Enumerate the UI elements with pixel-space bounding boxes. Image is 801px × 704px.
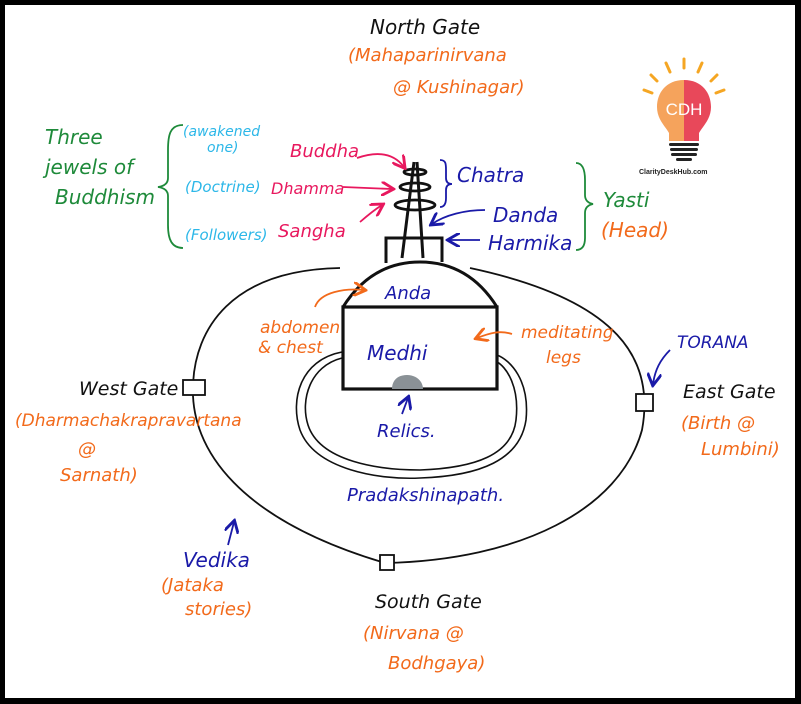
north-gate-event-line2: @ Kushinagar) — [393, 77, 525, 98]
arrow-danda — [432, 209, 486, 224]
claritydeskhub-logo: CDH ClarityDeskHub.com — [629, 55, 739, 180]
jewel-meaning-sangha: (Followers) — [185, 226, 268, 244]
jewel-name-dhamma: Dhamma — [271, 179, 345, 198]
jewel-meaning-buddha-line1: (awakened — [183, 124, 261, 140]
pradakshinapath-ring-outer — [295, 351, 528, 480]
lightbulb-brain-icon: CDH — [642, 57, 726, 161]
south-gate-event-line1: (Nirvana @ — [363, 623, 464, 644]
east-gate-event-line1: (Birth @ — [681, 413, 755, 434]
jewel-name-buddha: Buddha — [290, 141, 360, 162]
label-yasti: Yasti — [603, 188, 650, 212]
label-chatra: Chatra — [457, 163, 525, 187]
east-gate-box — [635, 393, 654, 412]
label-medhi-body-line1: meditating — [521, 323, 614, 343]
label-vedika-note-line2: stories) — [185, 599, 253, 620]
label-anda: Anda — [385, 283, 432, 304]
label-medhi-body-line2: legs — [546, 348, 581, 368]
label-danda: Danda — [493, 203, 559, 227]
jewel-meaning-dhamma: (Doctrine) — [185, 178, 261, 196]
label-anda-body-line2: & chest — [258, 338, 323, 358]
vedika-railing — [192, 267, 646, 564]
east-gate-event-line2: Lumbini) — [701, 439, 780, 460]
label-harmika: Harmika — [488, 231, 573, 255]
west-gate-event-line1: (Dharmachakrapravartana — [15, 411, 242, 431]
arrow-vedika — [228, 522, 234, 546]
west-gate-event-line3: Sarnath) — [60, 465, 138, 486]
chatra-top — [402, 167, 428, 177]
south-gate-box — [379, 554, 395, 571]
label-anda-body-line1: abdomen — [260, 318, 341, 338]
yasti-brace — [575, 162, 594, 251]
logo-caption: ClarityDeskHub.com — [639, 169, 708, 176]
label-vedika-note-line1: (Jataka — [161, 575, 224, 596]
arrow-buddha — [356, 153, 404, 167]
arrow-abdomen — [314, 290, 364, 308]
jewels-heading-line2: jewels of — [45, 155, 134, 179]
label-yasti-head: (Head) — [601, 218, 669, 242]
arrow-sangha — [359, 205, 382, 223]
west-gate-title: West Gate — [79, 378, 179, 400]
north-gate-title: North Gate — [370, 15, 481, 39]
arrow-dhamma — [342, 187, 392, 189]
jewel-meaning-buddha-line2: one) — [207, 140, 239, 156]
harmika — [384, 236, 444, 263]
relic-casket — [392, 375, 423, 389]
west-gate-box — [182, 379, 206, 396]
chatra-brace — [439, 159, 453, 208]
label-relics: Relics. — [377, 421, 436, 442]
jewels-heading-line1: Three — [45, 125, 103, 149]
pradakshinapath-ring-inner — [304, 357, 518, 471]
label-vedika: Vedika — [183, 548, 250, 572]
chatra-bottom — [393, 198, 437, 212]
label-torana: TORANA — [677, 333, 749, 353]
north-gate-event-line1: (Mahaparinirvana — [348, 45, 507, 66]
label-medhi: Medhi — [367, 341, 428, 365]
logo-initials: CDH — [666, 100, 703, 119]
label-pradakshinapath: Pradakshinapath. — [347, 485, 505, 506]
south-gate-title: South Gate — [375, 591, 482, 613]
chatra-middle — [398, 181, 432, 193]
south-gate-event-line2: Bodhgaya) — [388, 653, 486, 674]
west-gate-event-line2: @ — [78, 439, 96, 460]
east-gate-title: East Gate — [683, 381, 776, 403]
arrow-relics — [402, 398, 408, 415]
arrow-meditating — [477, 332, 513, 338]
jewel-name-sangha: Sangha — [278, 221, 346, 242]
jewels-heading-line3: Buddhism — [55, 185, 155, 209]
arrow-torana — [653, 349, 671, 384]
jewels-brace — [157, 124, 184, 249]
